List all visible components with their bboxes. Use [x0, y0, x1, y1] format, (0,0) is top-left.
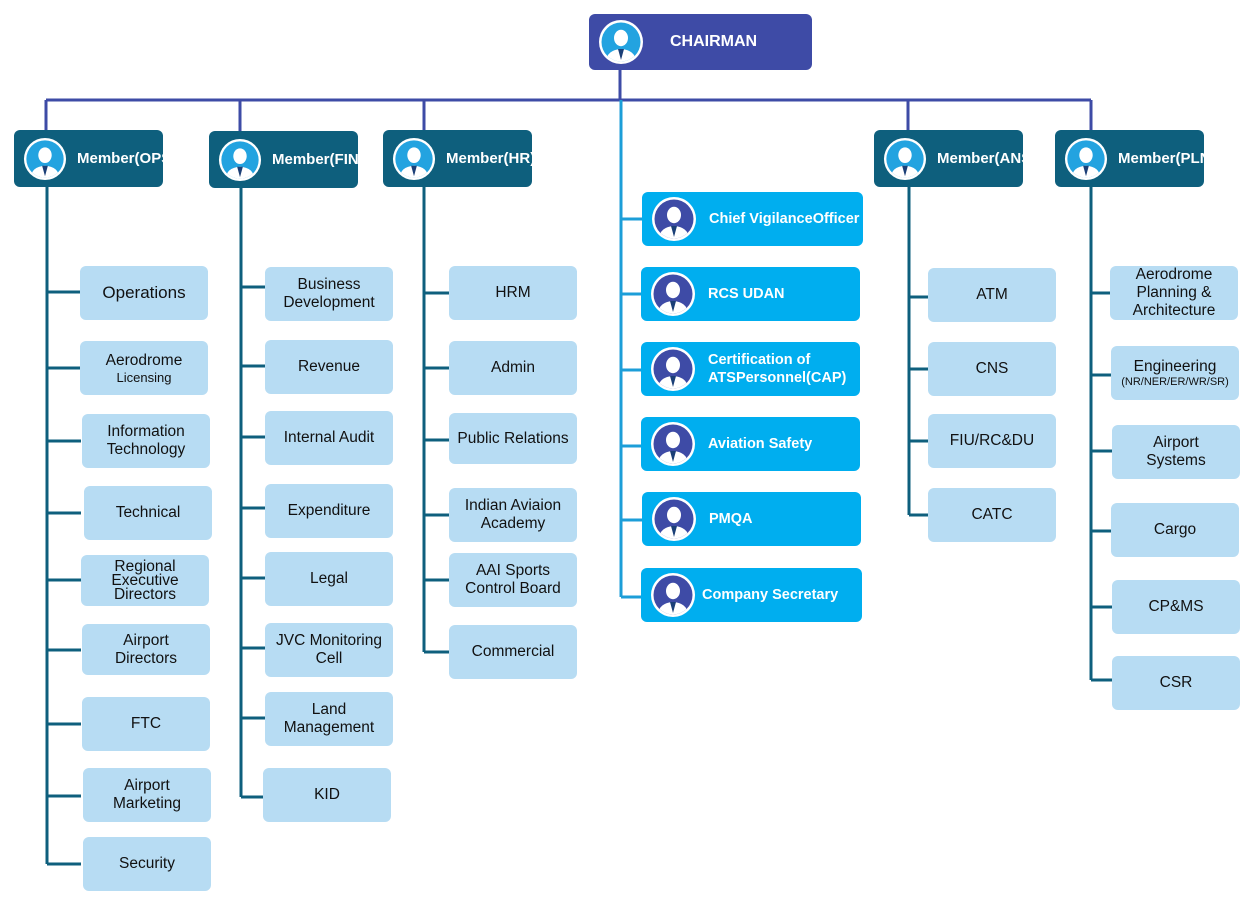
ans-cns: CNS — [928, 342, 1056, 396]
member-dept: (HR) — [503, 149, 536, 167]
member-title: Member — [77, 149, 135, 167]
plng-csr: CSR — [1112, 656, 1240, 710]
staff-company-secretary: Company Secretary — [641, 568, 862, 622]
fin-internal-audit: Internal Audit — [265, 411, 393, 465]
plng-cp-ms: CP&MS — [1112, 580, 1240, 634]
person-icon — [23, 137, 67, 180]
member-fin-node: Member(FIN) — [209, 131, 364, 188]
ops-technical: Technical — [84, 486, 212, 540]
staff-connectors — [619, 100, 643, 599]
staff-pmqa: PMQA — [642, 492, 861, 546]
person-icon — [652, 197, 696, 241]
member-dept: (FIN) — [329, 150, 364, 168]
member-ans-node: Member(ANS) — [874, 130, 1036, 187]
fin-revenue: Revenue — [265, 340, 393, 394]
top-connectors — [44, 68, 1093, 133]
person-icon — [392, 137, 436, 180]
person-icon — [883, 137, 927, 180]
ans-fiu-rc-du: FIU/RC&DU — [928, 414, 1056, 468]
person-icon — [652, 497, 696, 541]
member-title: Member — [446, 149, 504, 167]
plng-cargo: Cargo — [1111, 503, 1239, 557]
staff-rcs-udan: RCS UDAN — [641, 267, 860, 321]
member-title: Member — [1118, 149, 1176, 167]
member-title: Member — [272, 150, 330, 168]
member-dept: (ANS) — [994, 149, 1037, 167]
staff-chief-vigilance-officer: Chief VigilanceOfficer — [642, 192, 863, 246]
person-icon — [651, 422, 695, 466]
member-dept: (OPS) — [134, 149, 177, 167]
person-icon — [1064, 137, 1108, 180]
ops-ftc: FTC — [82, 697, 210, 751]
person-icon — [599, 20, 643, 64]
fin-expenditure: Expenditure — [265, 484, 393, 538]
ans-atm: ATM — [928, 268, 1056, 322]
staff-certification-of-ats-personnel: Certification of ATSPersonnel(CAP) — [641, 342, 860, 396]
ops-operations: Operations — [80, 266, 208, 320]
fin-kid: KID — [263, 768, 391, 822]
chairman-node: CHAIRMAN — [589, 14, 812, 70]
person-icon — [651, 573, 695, 617]
ops-security: Security — [83, 837, 211, 891]
person-icon — [218, 138, 262, 181]
staff-aviation-safety: Aviation Safety — [641, 417, 860, 471]
person-icon — [651, 347, 695, 391]
member-hr-node: Member(HR) — [383, 130, 535, 187]
hr-hrm: HRM — [449, 266, 577, 320]
member-title: Member — [937, 149, 995, 167]
member-plng-node: Member(PLNG) — [1055, 130, 1227, 187]
branch-connectors — [45, 185, 1112, 866]
member-ops-node: Member(OPS) — [14, 130, 176, 187]
hr-admin: Admin — [449, 341, 577, 395]
hr-commercial: Commercial — [449, 625, 577, 679]
chairman-label: CHAIRMAN — [670, 33, 758, 50]
hr-public-relations: Public Relations — [449, 413, 577, 464]
plng-engineering: Engineering(NR/NER/ER/WR/SR) — [1111, 346, 1239, 400]
fin-legal: Legal — [265, 552, 393, 606]
ans-catc: CATC — [928, 488, 1056, 542]
person-icon — [651, 272, 695, 316]
member-dept: (PLNG) — [1175, 149, 1228, 167]
